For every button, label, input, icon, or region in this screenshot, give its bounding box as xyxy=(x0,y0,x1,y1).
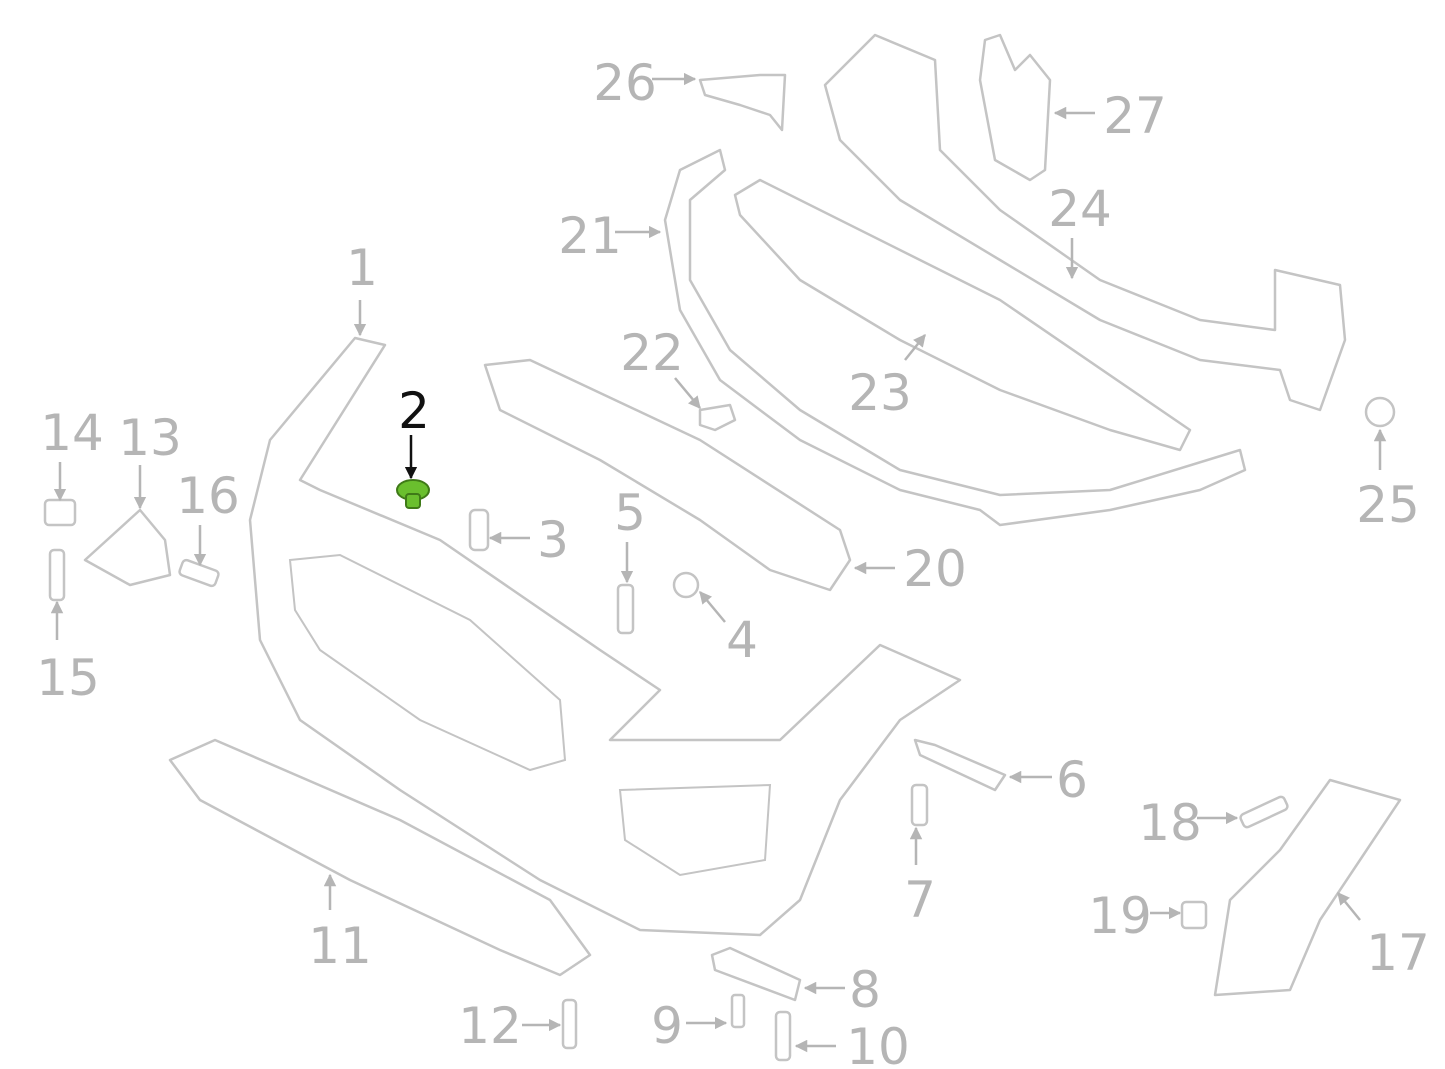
callout-arrows xyxy=(50,72,1387,1053)
callout-label-6[interactable]: 6 xyxy=(1056,751,1088,809)
callout-label-19[interactable]: 19 xyxy=(1088,887,1152,945)
callout-label-20[interactable]: 20 xyxy=(903,540,967,598)
callout-label-15[interactable]: 15 xyxy=(36,649,100,707)
part-3-rivet[interactable] xyxy=(468,508,490,552)
part-21-member[interactable] xyxy=(663,148,1247,527)
part-20-absorber[interactable] xyxy=(483,358,852,592)
fog-lamp-opening xyxy=(618,783,772,877)
part-19-nut[interactable] xyxy=(1180,900,1208,930)
callout-label-12[interactable]: 12 xyxy=(458,997,522,1055)
part-17-bracket[interactable] xyxy=(1213,778,1402,997)
callout-label-16[interactable]: 16 xyxy=(176,467,240,525)
part-11-deflector[interactable] xyxy=(168,738,592,977)
part-26-bracket[interactable] xyxy=(698,73,787,132)
part-1-bumper-cover[interactable] xyxy=(248,336,962,937)
callout-label-9[interactable]: 9 xyxy=(651,997,683,1055)
callout-label-25[interactable]: 25 xyxy=(1356,476,1420,534)
callout-arrow-4 xyxy=(699,591,726,623)
part-15-screw[interactable] xyxy=(48,548,66,602)
part-5-screw[interactable] xyxy=(616,583,635,635)
part-23-cover[interactable] xyxy=(733,178,1192,452)
part-13-bracket[interactable] xyxy=(83,508,172,587)
part-22-clip[interactable] xyxy=(698,403,737,432)
callout-label-17[interactable]: 17 xyxy=(1366,924,1430,982)
callout-label-26[interactable]: 26 xyxy=(593,54,657,112)
callout-label-18[interactable]: 18 xyxy=(1138,794,1202,852)
callout-label-14[interactable]: 14 xyxy=(40,404,104,462)
callout-label-23[interactable]: 23 xyxy=(848,364,912,422)
part-6-bracket[interactable] xyxy=(913,738,1007,792)
part-18-bolt[interactable] xyxy=(1239,795,1289,829)
part-7-screw[interactable] xyxy=(910,783,929,827)
part-24-beam[interactable] xyxy=(823,33,1347,412)
callout-label-21[interactable]: 21 xyxy=(558,207,622,265)
callout-label-5[interactable]: 5 xyxy=(614,484,646,542)
callout-label-22[interactable]: 22 xyxy=(620,324,684,382)
callout-label-8[interactable]: 8 xyxy=(849,961,881,1019)
part-2-clip-highlighted[interactable] xyxy=(396,479,430,509)
grille-opening xyxy=(288,553,567,772)
callout-label-11[interactable]: 11 xyxy=(308,917,372,975)
callout-label-7[interactable]: 7 xyxy=(904,871,936,929)
callout-label-4[interactable]: 4 xyxy=(726,611,758,669)
part-12-screw[interactable] xyxy=(561,998,578,1050)
callout-label-27[interactable]: 27 xyxy=(1103,87,1167,145)
part-8-bezel[interactable] xyxy=(710,946,802,1002)
callout-label-10[interactable]: 10 xyxy=(846,1018,910,1069)
callout-arrow-17 xyxy=(1337,892,1361,921)
callout-arrow-22 xyxy=(674,377,701,409)
part-4-clip[interactable] xyxy=(672,571,700,599)
callout-label-13[interactable]: 13 xyxy=(118,409,182,467)
part-10-screw[interactable] xyxy=(774,1010,792,1062)
part-9-screw[interactable] xyxy=(730,993,746,1029)
parts-linework xyxy=(43,33,1402,1062)
part-14-clip[interactable] xyxy=(43,498,77,527)
callout-arrow-23 xyxy=(904,334,926,361)
callout-label-2[interactable]: 2 xyxy=(398,382,430,440)
part-27-bracket[interactable] xyxy=(978,33,1052,182)
callout-label-1[interactable]: 1 xyxy=(346,239,378,297)
callout-label-3[interactable]: 3 xyxy=(537,511,569,569)
part-25-nut[interactable] xyxy=(1364,396,1396,428)
callout-label-24[interactable]: 24 xyxy=(1048,180,1112,238)
